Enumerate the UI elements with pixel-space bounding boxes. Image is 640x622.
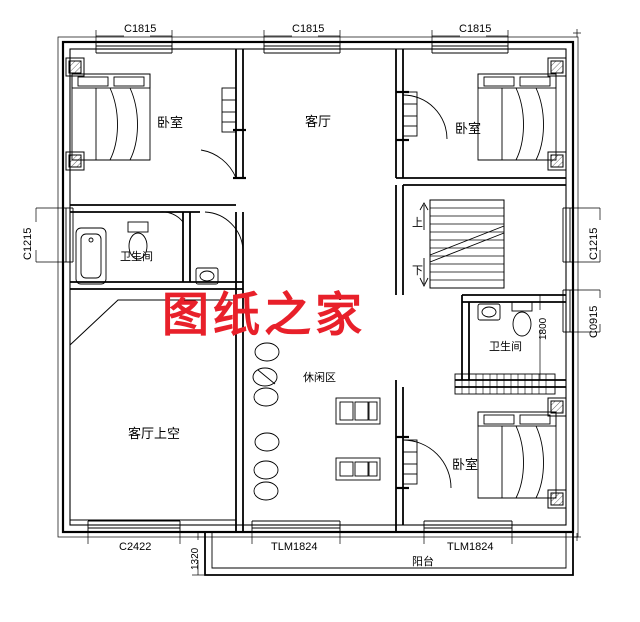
room-label-bathroom-left: 卫生间 (120, 251, 153, 263)
toilet-right (511, 301, 533, 337)
lounge-seats (252, 342, 280, 501)
dimension-lines (35, 30, 601, 576)
window-tag-c1815-mid: C1815 (292, 23, 325, 35)
cabinet-long-right (454, 373, 556, 395)
interior-walls (70, 49, 566, 532)
bed-top-left (71, 73, 151, 161)
room-label-balcony: 阳台 (412, 556, 434, 568)
sink-right (477, 303, 501, 321)
corner-marks (573, 29, 581, 541)
room-label-living-room: 客厅 (305, 114, 332, 129)
toilet-left (127, 221, 149, 260)
window-openings-bottom (87, 520, 513, 533)
watermark-text: 图纸之家 (162, 288, 366, 343)
stair-direction-up: 上 (412, 217, 423, 229)
bed-top-right (477, 73, 557, 161)
balcony-outline (204, 532, 574, 576)
wardrobe-top-left (221, 87, 237, 133)
staircase (419, 199, 505, 289)
window-tag-c1815-left: C1815 (124, 23, 157, 35)
window-openings-top (95, 41, 509, 54)
door-tag-tlm1824-left: TLM1824 (271, 541, 318, 553)
window-tag-c0915-right: C0915 (588, 305, 600, 338)
room-label-living-void: 客厅上空 (128, 426, 181, 441)
bathtub-left (75, 227, 107, 285)
window-openings-sides (62, 207, 574, 333)
door-tag-tlm1824-right: TLM1824 (447, 541, 494, 553)
window-tag-c1215-left: C1215 (22, 227, 34, 260)
sofa-lower (335, 457, 381, 481)
wardrobe-top-right (402, 91, 418, 137)
room-label-bathroom-right: 卫生间 (489, 341, 522, 353)
dimension-1800: 1800 (538, 317, 549, 340)
sink-left (195, 267, 219, 285)
sofa-upper (335, 397, 381, 425)
window-tag-c1215-right: C1215 (588, 227, 600, 260)
window-tag-c1815-right: C1815 (459, 23, 492, 35)
room-label-leisure-area: 休闲区 (303, 372, 336, 384)
dimension-1320: 1320 (190, 547, 201, 570)
room-label-bedroom-top-left: 卧室 (157, 115, 184, 130)
bed-bottom-right (477, 411, 557, 499)
wardrobe-bottom-right (402, 439, 418, 485)
window-tag-c2422-bottom: C2422 (119, 541, 152, 553)
room-label-bedroom-bottom-right: 卧室 (452, 457, 479, 472)
living-void-outline (69, 299, 236, 521)
stair-direction-down: 下 (412, 265, 423, 277)
room-label-bedroom-top-right: 卧室 (455, 121, 482, 136)
